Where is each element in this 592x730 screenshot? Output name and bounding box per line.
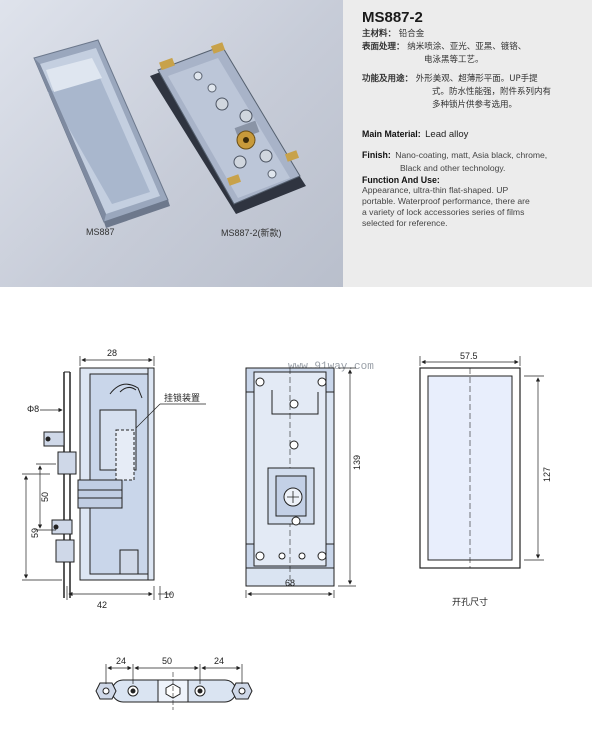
bottom-view [95,672,253,710]
dim-24-right: 24 [214,656,224,666]
dim-59: 59 [30,528,40,538]
cn-spec-row: 电泳黑等工艺。 [424,55,484,65]
cn-spec-row: 式。防水性能强，附件系列内有 [432,87,552,97]
cn-spec-block: 主材料： 铅合金 表面处理： 纳米喷涂、亚光、亚黑、镀铬、 电泳黑等工艺。 功能… [362,28,587,112]
en-spec-block: Main Material: Lead alloy Finish: Nano-c… [362,124,588,229]
dim-57-5: 57.5 [460,351,478,361]
product-photo-panel: MS887 MS887-2(新款) [0,0,343,287]
cutout-caption: 开孔尺寸 [452,596,488,608]
ms887-2-caption: MS887-2(新款) [221,228,282,238]
dim-28: 28 [107,348,117,358]
cn-spec-row: 表面处理： 纳米喷涂、亚光、亚黑、镀铬、 [362,42,527,52]
side-view [43,367,155,598]
en-function-line: selected for reference. [362,218,448,228]
front-view-dimensions [245,367,356,598]
dim-10: 10 [164,590,174,600]
dim-24-left: 24 [116,656,126,666]
ms887-photo [33,39,306,228]
spec-panel: MS887-2 主材料： 铅合金 表面处理： 纳米喷涂、亚光、亚黑、镀铬、 电泳… [343,0,592,287]
model-title: MS887-2 [362,9,423,26]
ms887-caption: MS887 [86,227,115,237]
dim-42: 42 [97,600,107,610]
en-function-line: portable. Waterproof performance, there … [362,196,530,206]
cn-spec-row: 主材料： 铅合金 [362,29,425,39]
callout-padlock: 挂锁装置 [164,392,200,404]
cutout-view [419,367,521,569]
en-finish-row: Finish: Nano-coating, matt, Asia black, … [362,150,548,160]
cutout-dimensions [419,356,544,561]
dim-139: 139 [352,455,362,470]
dim-50: 50 [40,492,50,502]
en-finish-line2: Black and other technology. [400,163,506,173]
en-function-label: Function And Use: [362,175,440,185]
en-function-line: a variety of lock accessories series of … [362,207,525,217]
cn-spec-row: 多种锁片供参考选用。 [432,100,518,110]
bottom-view-dimensions [105,664,243,684]
cn-spec-row: 功能及用途： 外形美观、超薄形平面。UP手提 [362,74,538,84]
dim-127: 127 [542,467,552,482]
side-view-dimensions [22,356,206,600]
front-view [245,367,335,587]
dim-phi8: Φ8 [27,404,39,414]
dim-68: 68 [285,578,295,588]
en-material-row: Main Material: Lead alloy [362,129,469,140]
dim-50-bottom: 50 [162,656,172,666]
en-function-line: Appearance, ultra-thin flat-shaped. UP [362,185,509,195]
